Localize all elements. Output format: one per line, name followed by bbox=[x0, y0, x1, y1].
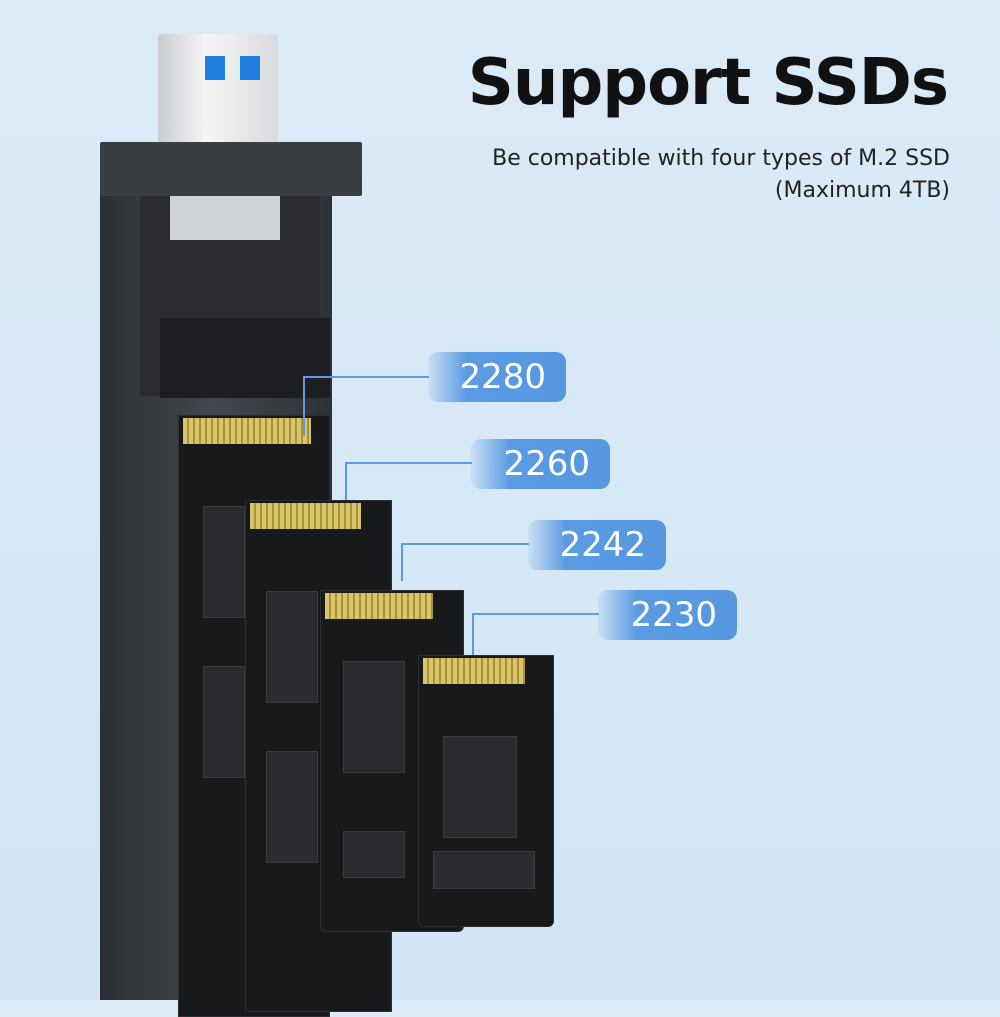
usb-port-contact bbox=[240, 56, 260, 80]
size-label-2280: 2280 bbox=[428, 352, 566, 402]
leader-line-2260 bbox=[345, 462, 347, 500]
leader-line-2230 bbox=[472, 613, 599, 615]
size-label-2260: 2260 bbox=[471, 439, 610, 489]
ssd-2230 bbox=[418, 655, 554, 927]
leader-line-2242 bbox=[401, 543, 403, 581]
enclosure-cap bbox=[100, 142, 362, 196]
leader-line-2280 bbox=[303, 376, 305, 436]
usb-connector-base bbox=[170, 196, 280, 240]
subtitle-capacity: (Maximum 4TB) bbox=[774, 178, 950, 203]
page-title: Support SSDs bbox=[467, 46, 949, 120]
leader-line-2242 bbox=[401, 543, 529, 545]
usb-port-contact bbox=[205, 56, 225, 80]
leader-line-2230 bbox=[472, 613, 474, 655]
size-label-2230: 2230 bbox=[598, 590, 737, 640]
leader-line-2260 bbox=[345, 462, 472, 464]
usb-plug bbox=[158, 34, 278, 144]
leader-line-2280 bbox=[303, 376, 429, 378]
m2-slot bbox=[160, 318, 330, 398]
size-label-2242: 2242 bbox=[528, 520, 666, 570]
subtitle: Be compatible with four types of M.2 SSD bbox=[492, 146, 950, 171]
